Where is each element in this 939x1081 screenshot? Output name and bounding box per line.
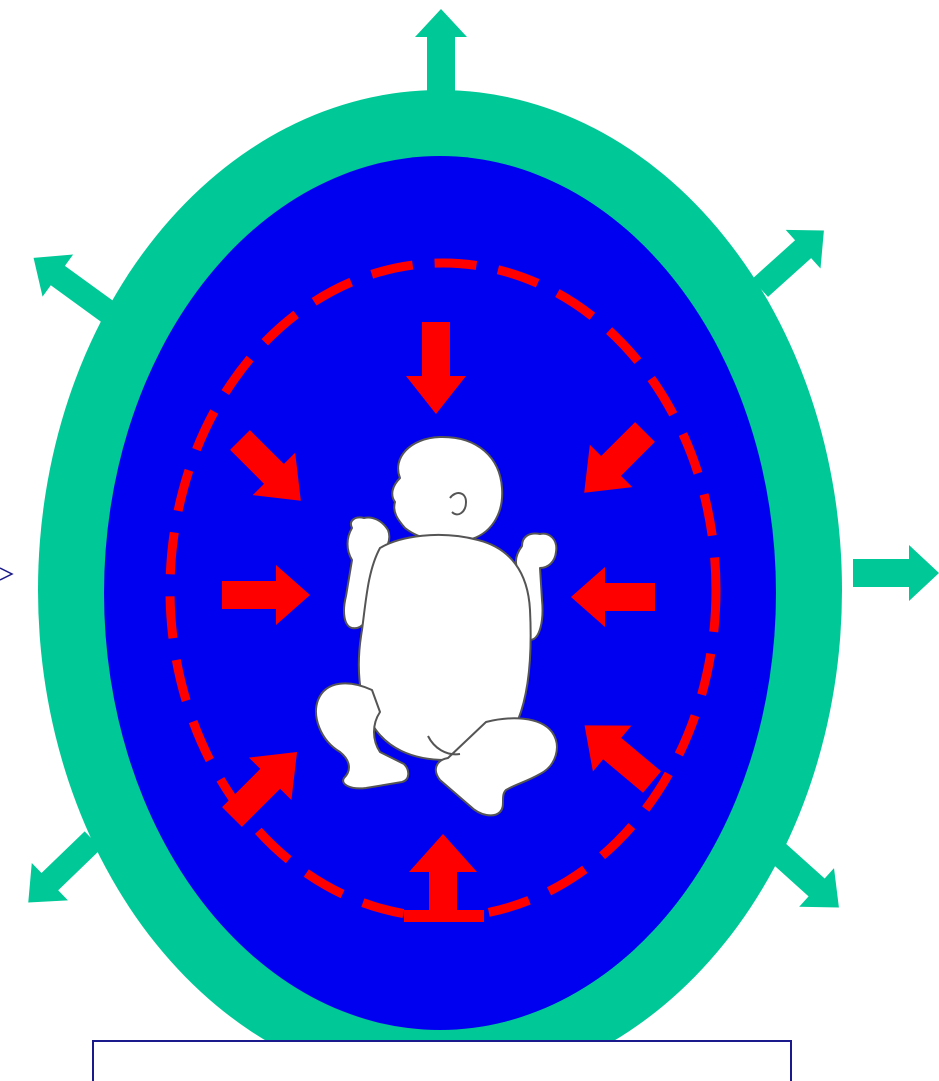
arrow-outward-icon <box>415 9 467 95</box>
arrow-inward-base <box>404 910 484 922</box>
edge-marker-icon <box>0 566 14 582</box>
arrow-outward-icon <box>853 545 939 601</box>
caption-box <box>92 1040 792 1081</box>
caption-text <box>94 1042 790 1058</box>
